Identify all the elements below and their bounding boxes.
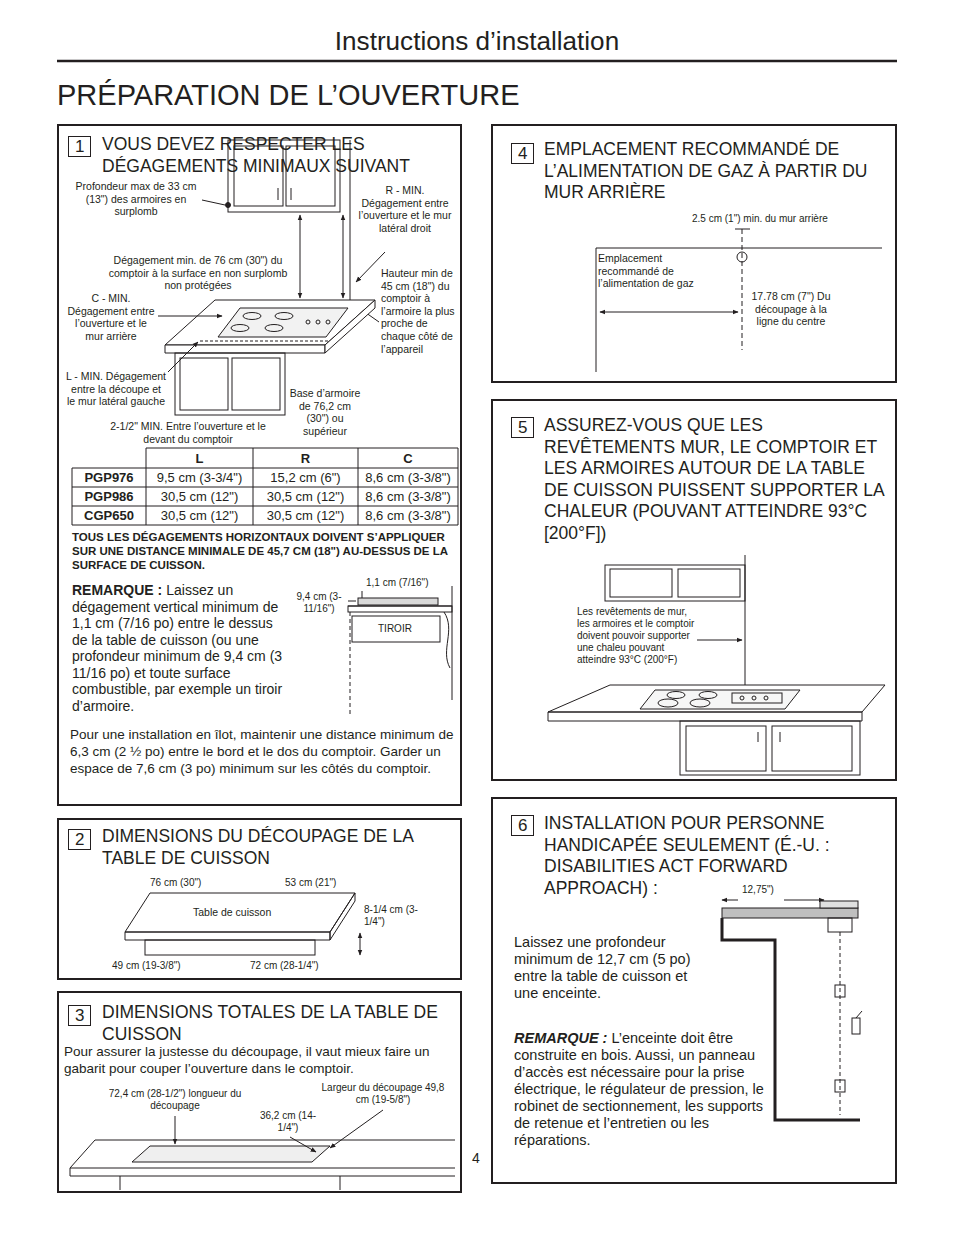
callout-number: 2: [75, 830, 84, 849]
dimension-label: Dégagement min. de 76 cm (30") du compto…: [108, 254, 288, 292]
step-heading: ASSUREZ-VOUS QUE LES REVÊTEMENTS MUR, LE…: [544, 415, 892, 544]
step-panel: DIMENSIONS DU DÉCOUPAGE DE LA TABLE DE C…: [57, 818, 462, 980]
body-text: Pour assurer la justesse du découpage, i…: [64, 1043, 458, 1077]
part-label: TIROIR: [378, 623, 412, 635]
callout-number: 3: [75, 1006, 84, 1025]
part-label: Table de cuisson: [193, 906, 271, 919]
note-text: L’enceinte doit être construite en bois.…: [514, 1030, 764, 1148]
step-heading: EMPLACEMENT RECOMMANDÉ DE L’ALIMENTATION…: [544, 139, 889, 204]
dimension-label: Base d’armoire de 76,2 cm (30") ou supér…: [287, 387, 363, 437]
step-number: 4: [511, 143, 534, 164]
body-text: Laissez une profondeur minimum de 12,7 c…: [514, 934, 699, 1002]
dimension-label: Largeur du découpage 49,8 cm (19-5/8"): [318, 1082, 448, 1106]
table-header: R: [253, 451, 358, 467]
dimension-label: Profondeur max de 33 cm (13") des armoir…: [72, 180, 200, 218]
dimension-label: C - MIN. Dégagement entre l’ouverture et…: [66, 292, 156, 342]
dimension-label: 76 cm (30"): [150, 877, 201, 889]
page-title: Instructions d’installation: [0, 24, 954, 58]
table-header: L: [146, 451, 253, 467]
table-cell: 30,5 cm (12"): [146, 508, 253, 524]
note-paragraph: REMARQUE :Laissez un dégagement vertical…: [72, 582, 290, 714]
section-heading: PRÉPARATION DE L’OUVERTURE: [57, 78, 520, 112]
dimension-label: 12,75"): [742, 884, 774, 896]
dimension-label: 49 cm (19-3/8"): [112, 960, 181, 972]
step-number: 5: [511, 417, 534, 438]
step-panel: EMPLACEMENT RECOMMANDÉ DE L’ALIMENTATION…: [491, 124, 897, 383]
note-heading: REMARQUE :: [514, 1030, 607, 1046]
note-text: Laissez un dégagement vertical minimum d…: [72, 582, 282, 714]
dimension-label: 2-1/2" MIN. Entre l’ouverture et le deva…: [100, 420, 276, 445]
table-cell: PGP986: [72, 489, 146, 505]
step-heading: VOUS DEVEZ RESPECTER LES DÉGAGEMENTS MIN…: [102, 134, 452, 177]
note-text: TOUS LES DÉGAGEMENTS HORIZONTAUX DOIVENT…: [72, 530, 460, 572]
callout-number: 6: [518, 816, 527, 835]
note-text: Pour une installation en îlot, maintenir…: [70, 726, 458, 777]
table-cell: 8,6 cm (3-3/8"): [358, 470, 458, 486]
dimension-label: 17.78 cm (7") Du découpage à la ligne du…: [750, 290, 832, 328]
note-heading: REMARQUE :: [72, 582, 162, 598]
callout-number: 1: [75, 137, 84, 156]
step-panel: ASSUREZ-VOUS QUE LES REVÊTEMENTS MUR, LE…: [491, 399, 897, 781]
table-cell: 8,6 cm (3-3/8"): [358, 489, 458, 505]
callout-number: 4: [518, 144, 527, 163]
dimension-label: R - MIN. Dégagement entre l’ouverture et…: [355, 184, 455, 234]
step-number: 6: [511, 815, 534, 836]
step-heading: INSTALLATION POUR PERSONNE HANDICAPÉE SE…: [544, 813, 884, 899]
table-cell: 30,5 cm (12"): [253, 489, 358, 505]
table-cell: 8,6 cm (3-3/8"): [358, 508, 458, 524]
step-number: 2: [68, 829, 91, 850]
step-heading: DIMENSIONS TOTALES DE LA TABLE DE CUISSO…: [102, 1002, 452, 1045]
dimension-label: 8-1/4 cm (3-1/4"): [364, 904, 426, 928]
dimension-label: Hauteur min de 45 cm (18") du comptoir à…: [381, 267, 459, 355]
dimension-label: 1,1 cm (7/16"): [366, 577, 428, 589]
callout-number: 5: [518, 418, 527, 437]
table-cell: 15,2 cm (6"): [253, 470, 358, 486]
page-number: 4: [472, 1150, 480, 1167]
dimension-label: 72,4 cm (28-1/2") longueur du découpage: [95, 1088, 255, 1112]
callout-label: Les revêtements de mur, les armoires et …: [577, 606, 695, 666]
note-paragraph: REMARQUE :L’enceinte doit être construit…: [514, 1030, 769, 1149]
table-cell: 9,5 cm (3-3/4"): [146, 470, 253, 486]
table-header: C: [358, 451, 458, 467]
step-number: 1: [68, 136, 91, 157]
step-number: 3: [68, 1005, 91, 1026]
table-cell: 30,5 cm (12"): [146, 489, 253, 505]
dimension-label: 53 cm (21"): [285, 877, 336, 889]
dimension-label: 9,4 cm (3-11/16"): [292, 591, 346, 615]
callout-label: Emplacement recommandé de l’alimentation…: [598, 252, 694, 290]
dimension-label: 2.5 cm (1") min. du mur arrière: [692, 213, 828, 225]
dimension-label: 36,2 cm (14-1/4"): [258, 1110, 318, 1134]
table-cell: PGP976: [72, 470, 146, 486]
table-cell: CGP650: [72, 508, 146, 524]
dimension-label: L - MIN. Dégagement entre la découpe et …: [66, 370, 166, 408]
step-heading: DIMENSIONS DU DÉCOUPAGE DE LA TABLE DE C…: [102, 826, 452, 869]
table-cell: 30,5 cm (12"): [253, 508, 358, 524]
dimension-label: 72 cm (28-1/4"): [250, 960, 319, 972]
